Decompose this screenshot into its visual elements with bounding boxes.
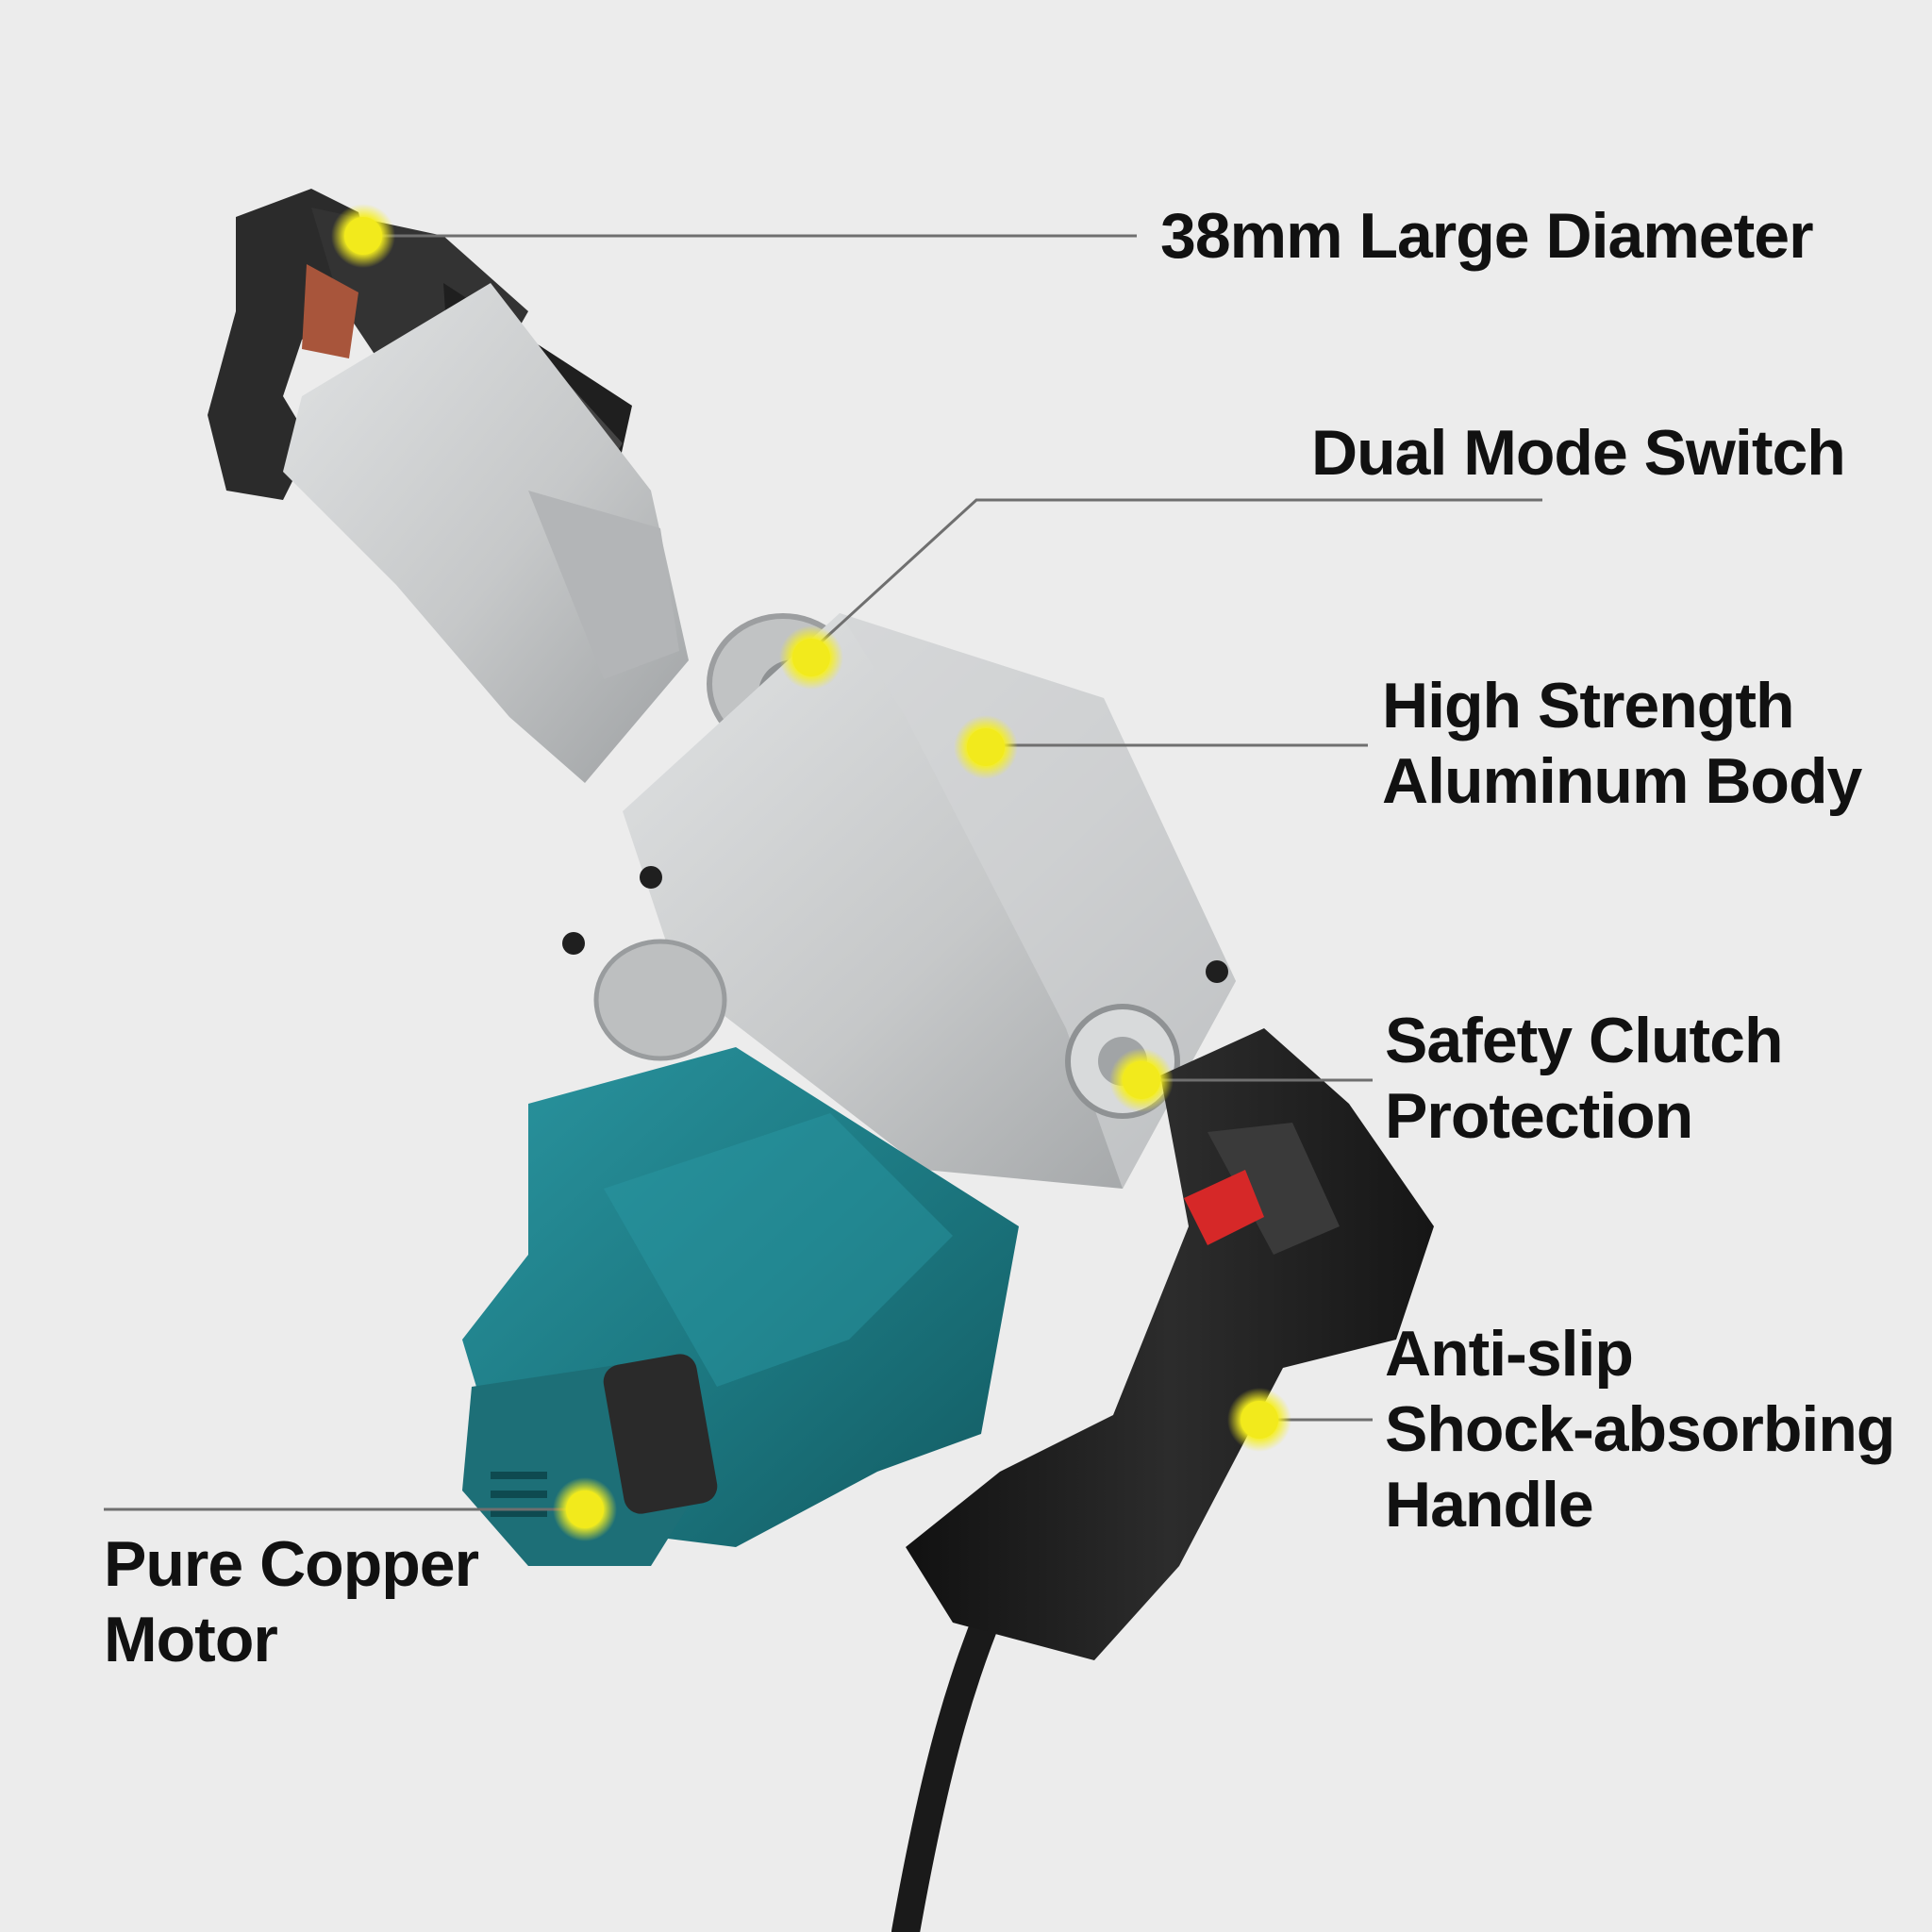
marker-switch [792, 639, 830, 676]
label-copper-motor: Pure Copper Motor [104, 1526, 479, 1677]
label-line: 38mm Large Diameter [1160, 200, 1814, 272]
label-line: Dual Mode Switch [1311, 417, 1846, 489]
label-anti-slip-handle: Anti-slip Shock-absorbing Handle [1385, 1316, 1895, 1542]
label-large-diameter: 38mm Large Diameter [1160, 198, 1814, 274]
marker-body [967, 728, 1005, 766]
label-line: Protection [1385, 1080, 1693, 1152]
leader-lines [104, 234, 1542, 1511]
label-line: Safety Clutch [1385, 1005, 1784, 1076]
label-aluminum-body: High Strength Aluminum Body [1382, 668, 1862, 819]
hammer-barrel [283, 283, 689, 783]
label-line: High Strength [1382, 670, 1795, 741]
marker-diameter [344, 217, 382, 255]
marker-clutch [1123, 1061, 1160, 1099]
label-line: Shock-absorbing [1385, 1393, 1895, 1465]
marker-handle [1241, 1401, 1278, 1439]
feature-markers [331, 204, 1291, 1541]
label-safety-clutch: Safety Clutch Protection [1385, 1003, 1784, 1154]
label-line: Pure Copper [104, 1528, 479, 1600]
trigger-button [1184, 1170, 1264, 1245]
label-line: Anti-slip [1385, 1318, 1634, 1390]
label-line: Aluminum Body [1382, 745, 1862, 817]
marker-motor [566, 1491, 604, 1528]
label-line: Motor [104, 1604, 278, 1675]
label-line: Handle [1385, 1469, 1594, 1541]
label-dual-mode-switch: Dual Mode Switch [1311, 415, 1846, 491]
